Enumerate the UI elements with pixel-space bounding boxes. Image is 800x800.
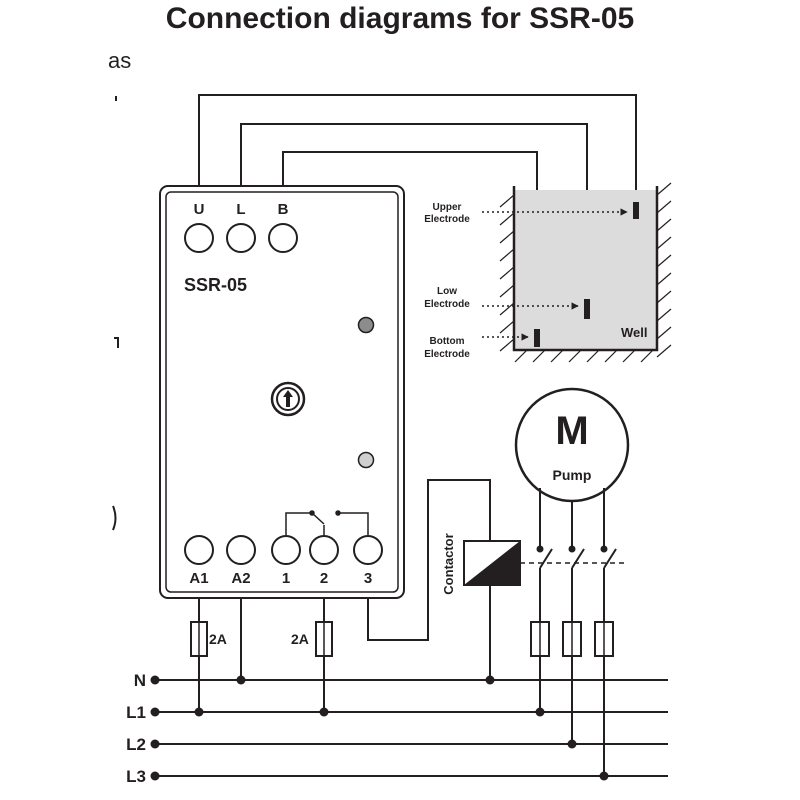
- bottom-electrode: [534, 329, 540, 347]
- terminal-1: [271, 535, 301, 565]
- terminal-label-1: 1: [282, 570, 290, 587]
- low-electrode: [584, 299, 590, 319]
- line-label-n: N: [134, 671, 146, 690]
- relay-contact-symbol: [285, 510, 369, 535]
- terminal-label-a1: A1: [189, 570, 208, 587]
- terminal-u: [184, 223, 214, 253]
- upper-electrode-label-line1: Upper: [433, 202, 462, 213]
- line-label-l1: L1: [126, 703, 146, 722]
- electrode-pointers: [482, 208, 628, 341]
- terminal-label-b: B: [278, 201, 289, 218]
- terminal-2: [309, 535, 339, 565]
- power-wiring: [539, 488, 605, 776]
- terminal-label-3: 3: [364, 570, 372, 587]
- led-indicator-top: [357, 316, 375, 334]
- device-name: SSR-05: [184, 275, 247, 295]
- contactor-main-contacts: [520, 548, 626, 569]
- motor-symbol: M: [555, 409, 588, 453]
- contactor-label: Contactor: [441, 533, 456, 594]
- mains-lines: [155, 679, 668, 777]
- upper-electrode-label-line2: Electrode: [424, 214, 470, 225]
- header-fragment: as: [108, 48, 131, 73]
- terminal-l: [226, 223, 256, 253]
- terminal-label-u: U: [194, 201, 205, 218]
- ssr05-relay-module: U L B SSR-05: [159, 185, 405, 599]
- line-label-l2: L2: [126, 735, 146, 754]
- knob-arrow-icon: [283, 390, 293, 407]
- junction-dots: [150, 675, 609, 781]
- terminal-label-a2: A2: [231, 570, 250, 587]
- pump-motor: M Pump: [514, 387, 630, 503]
- low-electrode-label-line2: Electrode: [424, 299, 470, 310]
- fuse-2-rating: 2A: [291, 631, 309, 647]
- pump-label: Pump: [553, 467, 592, 483]
- well-label: Well: [621, 325, 648, 340]
- well-hatching: [499, 182, 672, 363]
- bottom-electrode-label-line1: Bottom: [430, 336, 465, 347]
- fuse-a1-rating: 2A: [209, 631, 227, 647]
- upper-electrode: [633, 202, 639, 219]
- line-label-l3: L3: [126, 767, 146, 786]
- page-edge-fragments: [112, 96, 119, 531]
- terminal-label-2: 2: [320, 570, 328, 587]
- led-indicator-bottom: [357, 451, 375, 469]
- terminal-a2: [226, 535, 256, 565]
- bottom-electrode-label-line2: Electrode: [424, 349, 470, 360]
- terminal-3: [353, 535, 383, 565]
- control-wiring: [198, 479, 491, 712]
- diagram-title: Connection diagrams for SSR-05: [165, 2, 635, 35]
- sensitivity-knob[interactable]: [270, 381, 306, 417]
- well: Well: [499, 182, 672, 363]
- contactor-coil: Contactor: [441, 533, 521, 595]
- terminal-b: [268, 223, 298, 253]
- terminal-a1: [184, 535, 214, 565]
- contactor-contact-dots: [536, 545, 608, 553]
- low-electrode-label-line1: Low: [437, 286, 457, 297]
- terminal-label-l: L: [236, 201, 245, 218]
